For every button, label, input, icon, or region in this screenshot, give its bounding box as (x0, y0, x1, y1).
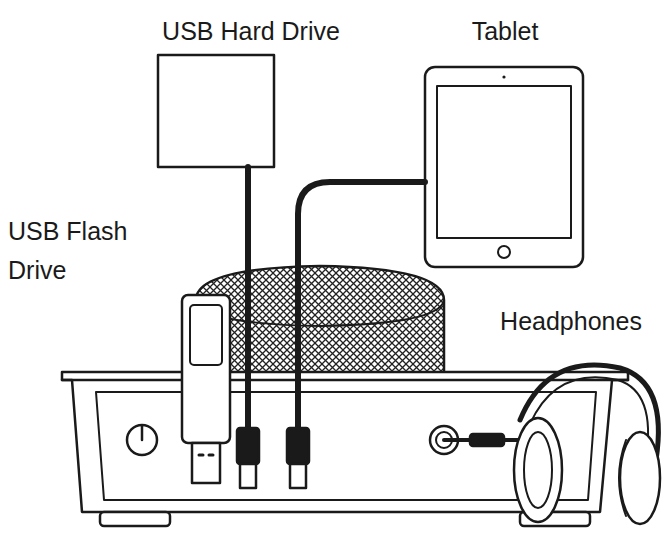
flash-plug-holes (199, 454, 213, 457)
knob-rim (196, 300, 444, 326)
gain-knob (127, 425, 157, 455)
tablet-camera (502, 75, 505, 78)
plug-grip (470, 434, 504, 446)
tablet-cable (298, 182, 425, 430)
device-label: USB Hard Drive (146, 12, 356, 51)
ear-cup (620, 432, 660, 524)
device-label: Headphones (476, 302, 666, 341)
tablet-body (425, 67, 583, 267)
device-label: USB Flash Drive (8, 212, 140, 290)
tablet-screen (437, 86, 571, 238)
hard-drive-cable (245, 167, 251, 430)
tablet-button (498, 246, 510, 258)
headphone-plug (444, 438, 470, 442)
flash-cap (190, 305, 222, 365)
usb-plug (237, 428, 259, 464)
foot (100, 512, 170, 526)
usb-plug (287, 428, 309, 464)
mesh-knob (196, 266, 444, 380)
ear-cup-edge (619, 440, 626, 516)
device-label: Tablet (440, 12, 570, 51)
drawing-part (62, 55, 660, 526)
gain-pointer (141, 426, 144, 440)
ear-cup (514, 418, 562, 522)
ear-cup-inner (524, 432, 552, 508)
interface-top (62, 379, 628, 382)
hard-drive (158, 55, 274, 167)
flash-drive (182, 295, 230, 443)
usb-plug-tip (240, 464, 256, 488)
usb-plug-tip (290, 464, 306, 488)
flash-plug (192, 443, 220, 483)
